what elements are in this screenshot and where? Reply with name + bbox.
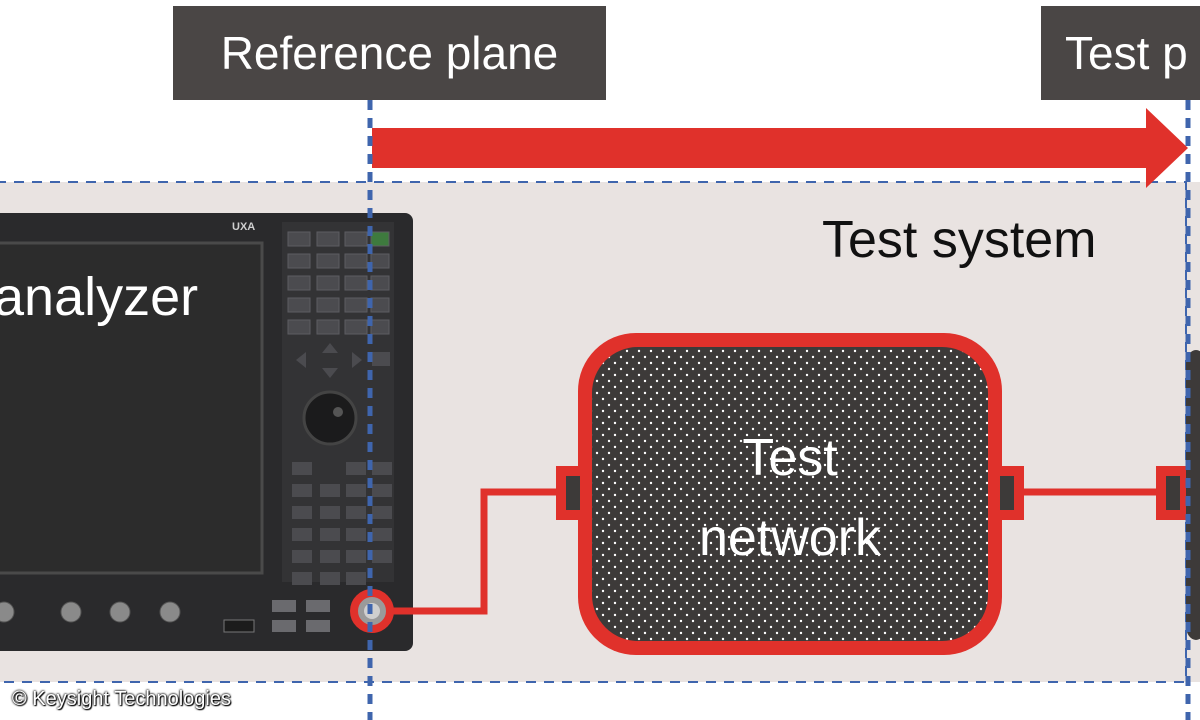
usb-port [223,619,255,633]
signal-analyzer-instrument [0,213,413,651]
usb-ports [272,600,330,632]
numeric-keypad [292,462,392,585]
test-network-line-1: Test [742,429,838,487]
test-network-label: Test network [592,418,988,578]
control-buttons [287,231,390,335]
network-connector-left [556,466,592,520]
network-connector-right [988,466,1024,520]
arrow-keys [296,343,390,378]
test-network-line-2: network [698,509,882,567]
copyright-text: © Keysight Technologies [12,688,231,710]
analyzer-screen [0,241,264,575]
reference-plane-label: Reference plane [173,6,606,100]
rotary-knob [302,390,358,446]
test-system-label: Test system [822,211,1097,269]
analyzer-label: analyzer [0,267,199,327]
instrument-brand: UXA [232,221,256,233]
direction-arrow [372,108,1188,188]
test-network-box [578,333,1002,655]
input-cable [372,488,556,615]
dut-edge [1186,350,1200,640]
test-plane-label: Test p [1041,6,1200,100]
front-connectors [0,601,181,623]
